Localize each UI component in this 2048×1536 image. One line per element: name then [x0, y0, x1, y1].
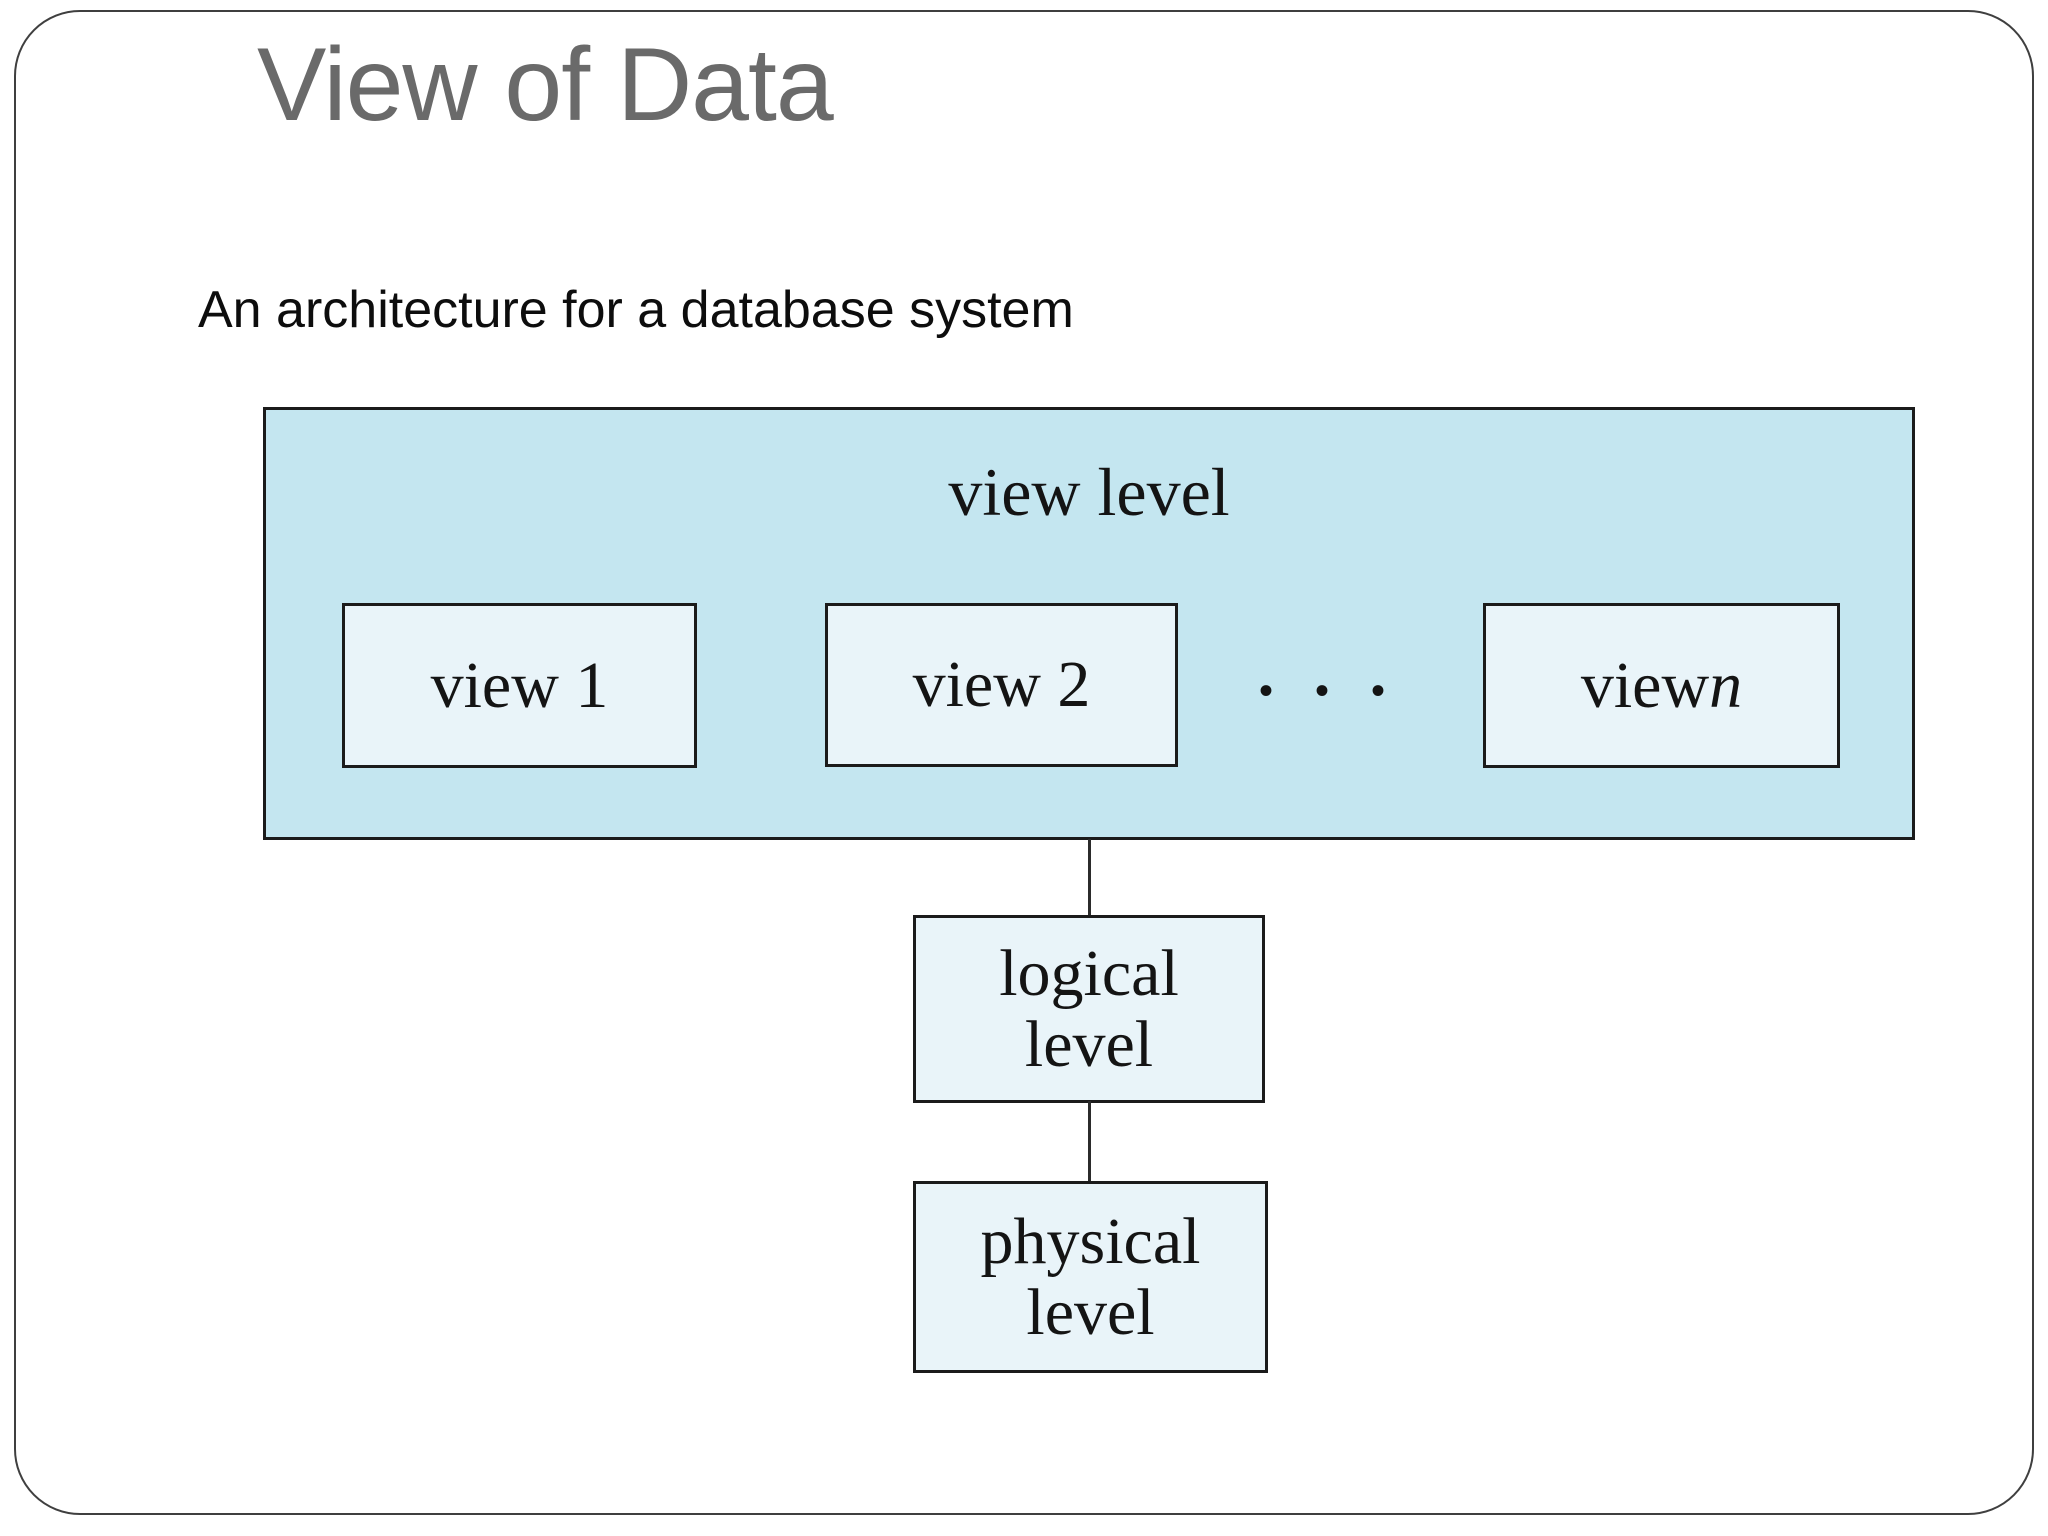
view-1-label: view 1 [430, 648, 609, 722]
view-2-box: view 2 [825, 603, 1178, 767]
page-title: View of Data [257, 27, 834, 143]
physical-level-line1: physical [980, 1204, 1201, 1278]
logical-level-line2: level [1024, 1008, 1154, 1081]
view-n-label-italic: n [1709, 648, 1743, 722]
physical-level-box: physical level [913, 1181, 1268, 1373]
connector-view-to-logical [1088, 839, 1091, 917]
logical-level-box: logical level [913, 915, 1265, 1103]
logical-level-line1: logical [999, 936, 1179, 1010]
slide-subtitle: An architecture for a database system [198, 281, 1074, 339]
view-2-label: view 2 [912, 648, 1091, 722]
ellipsis-dots: • • • [1258, 667, 1401, 713]
connector-logical-to-physical [1088, 1101, 1091, 1183]
view-level-label: view level [948, 454, 1230, 530]
view-n-box: view n [1483, 603, 1840, 768]
view-n-label: view [1580, 648, 1710, 722]
physical-level-line2: level [1026, 1276, 1155, 1349]
view-1-box: view 1 [342, 603, 697, 768]
